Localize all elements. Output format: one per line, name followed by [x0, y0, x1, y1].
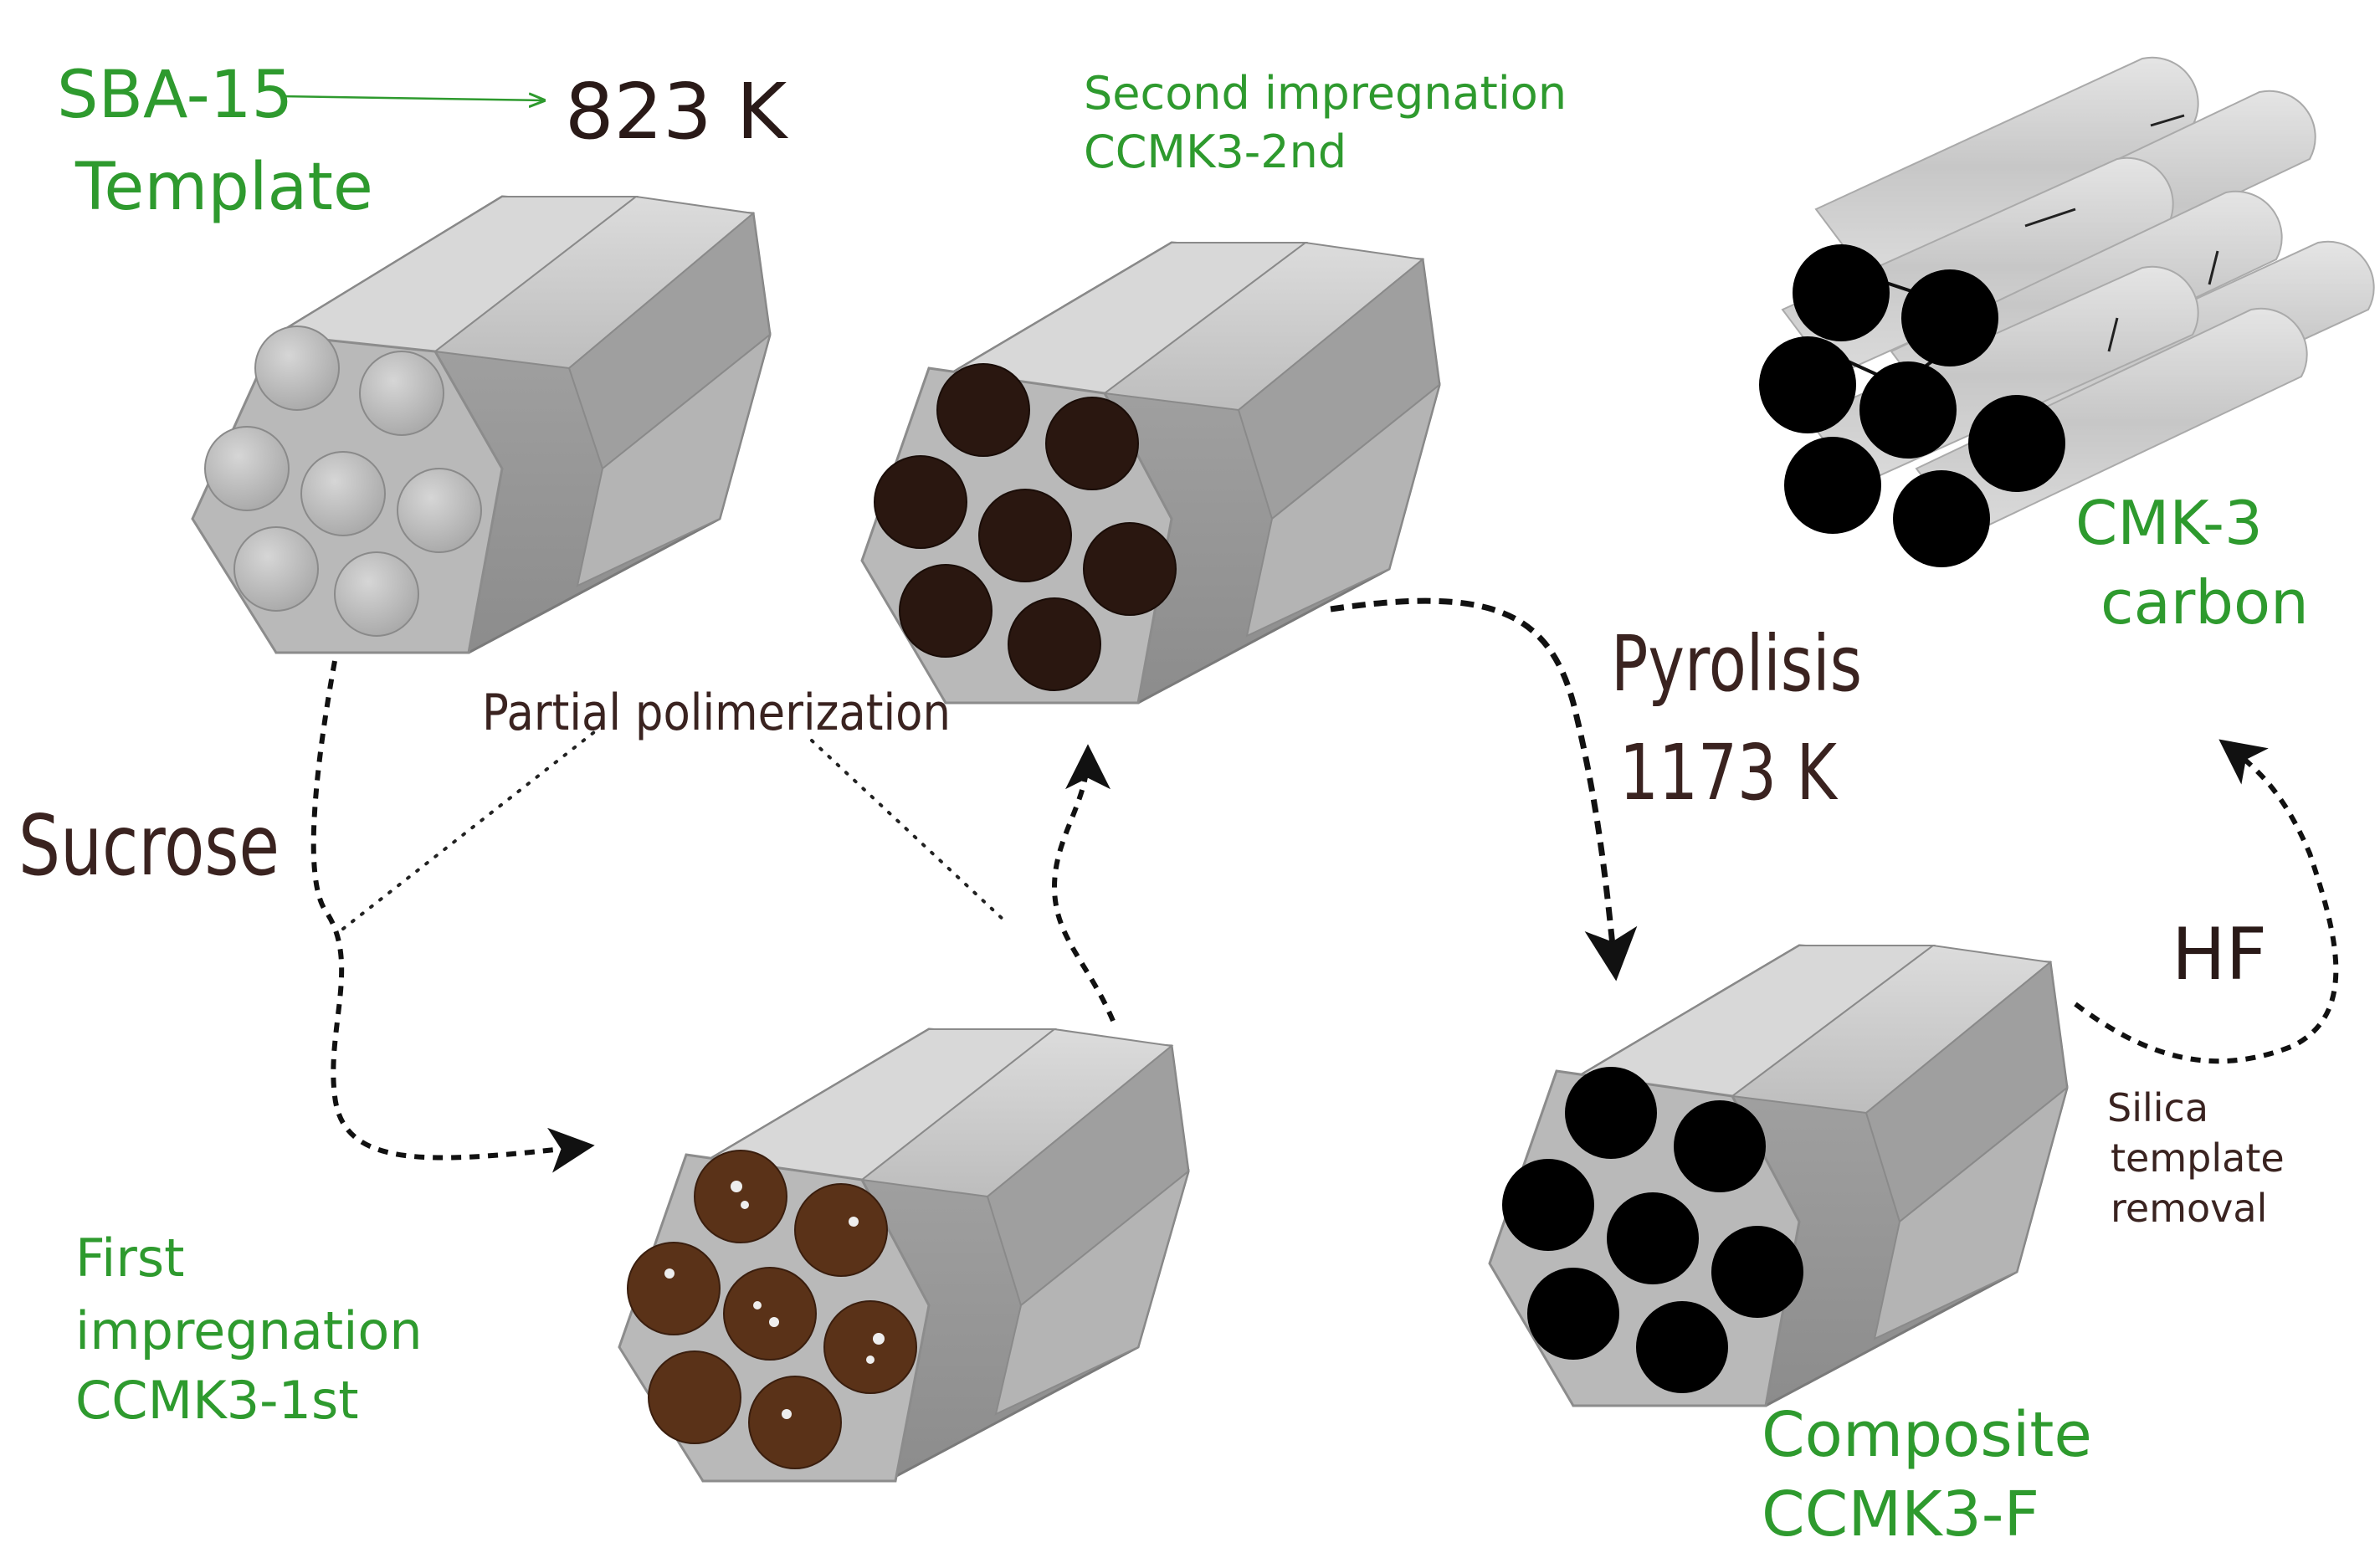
first-label-line3: CCMK3-1st: [75, 1370, 359, 1431]
pyrolisis-label: Pyrolisis 1173 K: [1611, 619, 1862, 817]
pyrolisis-arrow: [1330, 597, 1638, 981]
cmk3-label-line1: CMK-3: [2075, 488, 2263, 558]
first-label-line1: First: [75, 1227, 184, 1289]
sba15-template-rod: [191, 195, 772, 654]
polymerization-arrow: [1051, 744, 1116, 1022]
silica-label-line2: template: [2111, 1135, 2285, 1181]
first-label-line2: impregnation: [75, 1300, 423, 1361]
second-impregnation-pores: [874, 363, 1177, 691]
composite-label: Composite CCMK3-F: [1762, 1399, 2092, 1550]
hf-arrow: [2074, 739, 2339, 1064]
first-impregnation-pores: [627, 1150, 917, 1469]
cmk3-carbon-rods: [1759, 56, 2375, 567]
partial-polymerization-label: Partial polimerization: [482, 684, 951, 742]
sba15-label-line1: SBA-15: [57, 58, 293, 133]
composite-label-line1: Composite: [1762, 1399, 2092, 1471]
composite-pores: [1502, 1067, 1803, 1393]
composite-rod: [1488, 944, 2069, 1407]
first-impregnation-label: First impregnation CCMK3-1st: [75, 1227, 423, 1431]
second-label-line2: CCMK3-2nd: [1084, 126, 1346, 178]
composite-label-line2: CCMK3-F: [1762, 1479, 2039, 1550]
sba15-to-823k-arrow: [280, 96, 544, 100]
sba15-pores: [204, 325, 482, 637]
silica-template-removal-label: Silica template removal: [2107, 1085, 2285, 1231]
sucrose-label: Sucrose: [18, 797, 280, 894]
second-label-line1: Second impregnation: [1084, 67, 1567, 120]
partial-polymerization-lines: [341, 730, 1006, 930]
silica-label-line1: Silica: [2107, 1085, 2208, 1130]
second-impregnation-rod: [860, 241, 1441, 705]
first-impregnation-rod: [618, 1028, 1190, 1483]
silica-label-line3: removal: [2111, 1186, 2267, 1231]
temperature-823k: 823 K: [565, 67, 789, 156]
hf-label: HF: [2172, 913, 2267, 997]
second-impregnation-label: Second impregnation CCMK3-2nd: [1084, 67, 1567, 178]
cmk3-carbon-label: CMK-3 carbon: [2075, 488, 2309, 638]
cmk3-label-line2: carbon: [2100, 567, 2309, 638]
sba15-label-line2: Template: [74, 150, 373, 225]
sucrose-arrow: [310, 660, 595, 1173]
sba15-template-label: SBA-15 Template: [57, 58, 373, 225]
pyrolisis-label-line1: Pyrolisis: [1611, 619, 1862, 709]
pyrolisis-label-line2: 1173 K: [1619, 728, 1839, 817]
first-impregnation-voids: [664, 1181, 885, 1419]
